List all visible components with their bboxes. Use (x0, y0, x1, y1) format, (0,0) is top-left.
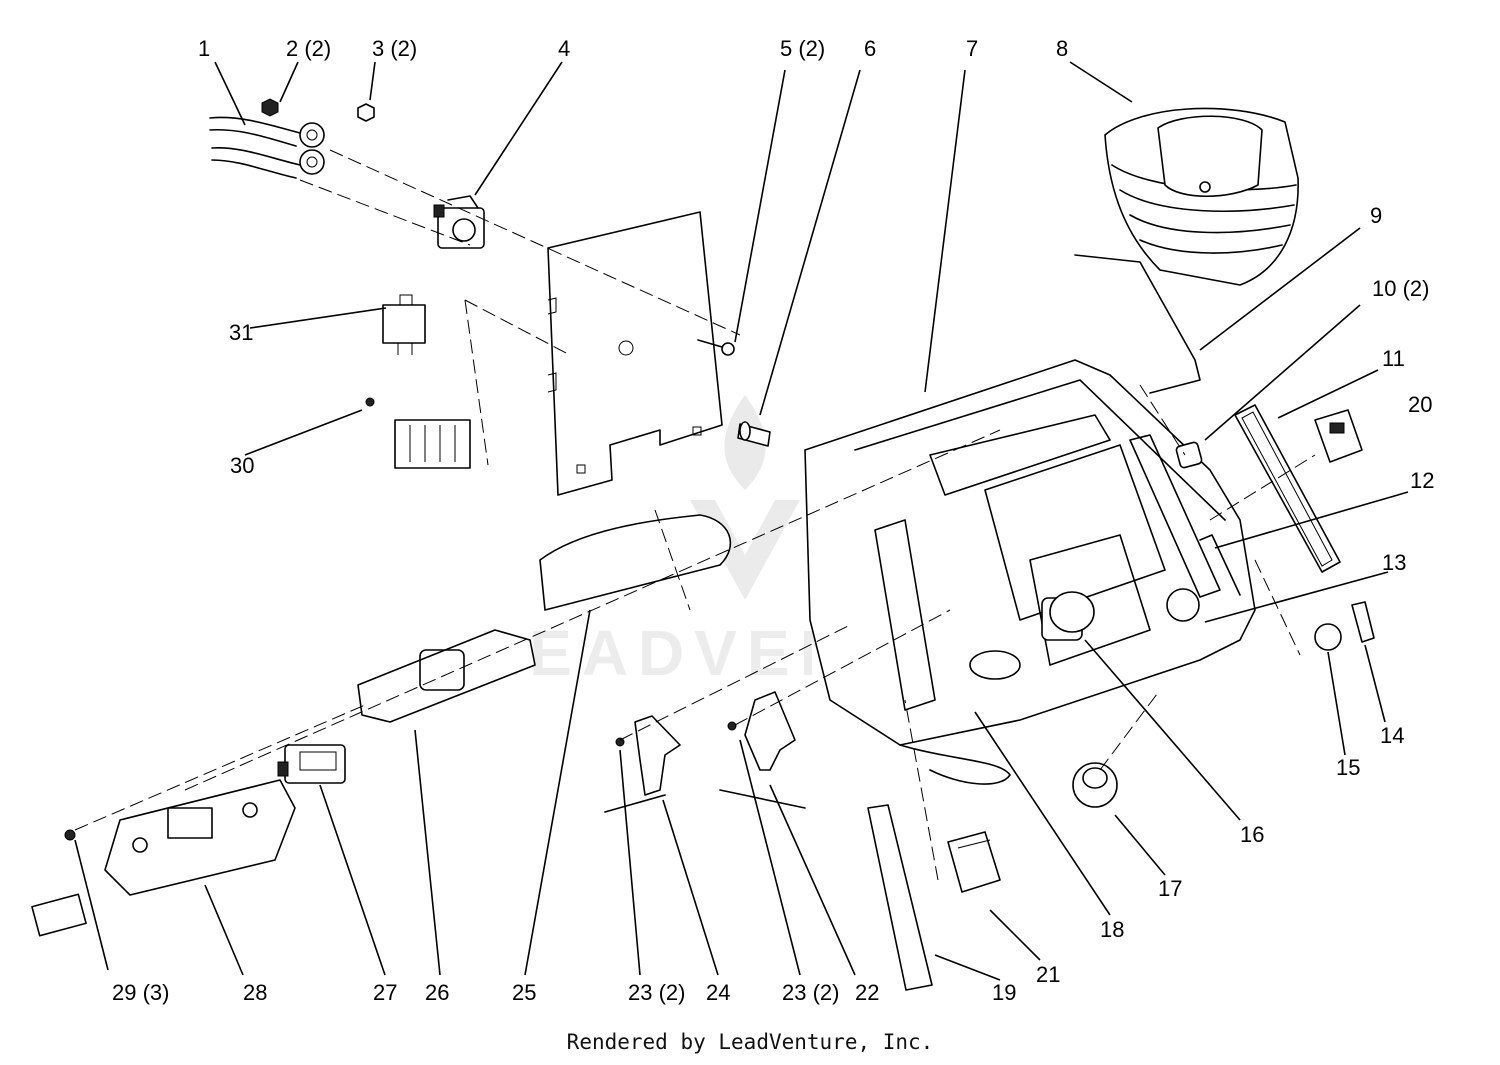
screw-23a (615, 737, 625, 747)
callout-11: 11 (1382, 346, 1405, 371)
screw-23b (727, 721, 737, 731)
grommet-10 (1175, 441, 1203, 469)
callout-23-right: 23 (2) (782, 980, 839, 1005)
callout-16: 16 (1240, 822, 1264, 847)
callout-28: 28 (243, 980, 267, 1005)
hour-meter-27 (277, 744, 346, 784)
callout-3: 3 (2) (372, 36, 417, 61)
callout-labels: 1 2 (2) 3 (2) 4 5 (2) 6 7 8 9 10 (2) 11 … (112, 36, 1434, 1005)
fuse-block-30 (365, 397, 471, 469)
footer-credit: Rendered by LeadVenture, Inc. (566, 1030, 934, 1054)
callout-2: 2 (2) (286, 36, 331, 61)
callout-31: 31 (229, 320, 253, 345)
leader-lines (74, 61, 1409, 981)
mounting-plate (547, 211, 723, 496)
nut-3 (357, 103, 375, 122)
callout-6: 6 (864, 36, 876, 61)
cover-25 (539, 514, 732, 611)
callout-14: 14 (1380, 723, 1404, 748)
bezel-19 (867, 804, 933, 991)
cable-assembly (209, 116, 325, 179)
callout-15: 15 (1336, 755, 1360, 780)
shift-boot (1104, 107, 1299, 286)
strip-12 (1199, 534, 1241, 596)
callout-30: 30 (230, 453, 254, 478)
callout-19: 19 (992, 980, 1016, 1005)
lever-24 (604, 715, 681, 813)
callout-1: 1 (198, 36, 210, 61)
switch-20 (1314, 409, 1363, 463)
callout-26: 26 (425, 980, 449, 1005)
bezel-11 (1234, 404, 1341, 573)
callout-27: 27 (373, 980, 397, 1005)
assembly-lines (74, 149, 1316, 881)
shaft-6 (737, 421, 771, 447)
callout-29: 29 (3) (112, 980, 169, 1005)
callout-8: 8 (1056, 36, 1068, 61)
callout-12: 12 (1410, 468, 1434, 493)
callout-9: 9 (1370, 203, 1382, 228)
clip-14 (1351, 601, 1375, 643)
lever-22 (719, 691, 806, 809)
screw-29 (64, 829, 76, 841)
switch-21 (947, 831, 1001, 893)
nut-2 (261, 98, 279, 117)
rod-9 (1074, 254, 1201, 394)
solenoid (433, 195, 485, 249)
callout-23-left: 23 (2) (628, 980, 685, 1005)
callout-21: 21 (1036, 962, 1060, 987)
key-switch-16 (1041, 591, 1095, 641)
callout-7: 7 (966, 36, 978, 61)
callout-4: 4 (558, 36, 570, 61)
callout-25: 25 (512, 980, 536, 1005)
trim-26 (357, 629, 536, 723)
callout-24: 24 (706, 980, 730, 1005)
callout-20: 20 (1408, 392, 1432, 417)
callout-22: 22 (855, 980, 879, 1005)
console-housing (804, 359, 1256, 785)
relay-31 (382, 294, 426, 355)
knob-15 (1314, 623, 1342, 651)
callout-10: 10 (2) (1372, 276, 1429, 301)
cluster-28 (104, 779, 296, 896)
callout-18: 18 (1100, 917, 1124, 942)
knob-17 (1072, 762, 1118, 808)
bracket-28b (31, 893, 87, 937)
callout-5: 5 (2) (780, 36, 825, 61)
callout-17: 17 (1158, 876, 1182, 901)
callout-13: 13 (1382, 550, 1406, 575)
bolt-5 (697, 339, 735, 356)
